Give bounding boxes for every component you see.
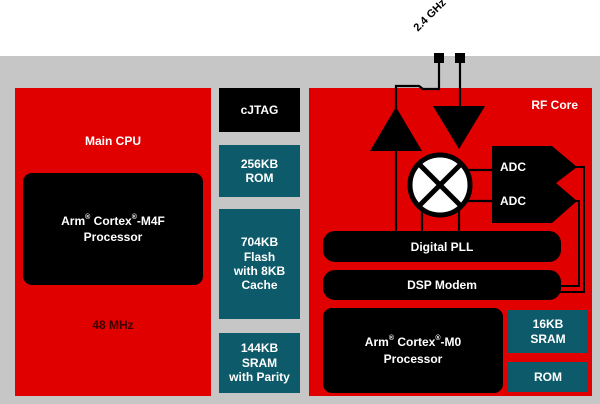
flash-704kb-block: 704KB Flash with 8KB Cache [219, 209, 300, 319]
flash-cache-label: Cache [241, 278, 278, 293]
dsp-modem-block: DSP Modem [323, 270, 561, 300]
sram-144kb-block: 144KB SRAM with Parity [219, 333, 300, 393]
main-cpu-block: Main CPU Arm® Cortex®-M4F Processor 48 M… [15, 88, 211, 396]
main-cpu-title: Main CPU [84, 134, 141, 148]
pa-amplifier-icon [433, 106, 485, 149]
main-cpu-clock: 48 MHz [92, 318, 134, 332]
m0-processor-block: Arm® Cortex®-M0 Processor [323, 308, 503, 393]
digital-pll-block: Digital PLL [323, 231, 561, 262]
adc-bottom-to-dsp-line [560, 200, 580, 287]
rf-rom-label: ROM [534, 369, 562, 384]
adc-bottom-label: ADC [500, 194, 526, 208]
digital-pll-label: Digital PLL [410, 239, 474, 254]
sram-label: SRAM [241, 355, 278, 370]
rom-size: 256KB [240, 156, 279, 171]
lna-amplifier-icon [370, 107, 422, 151]
cjtag-block: cJTAG [219, 88, 300, 132]
flash-label: Flash [243, 249, 276, 264]
adc-top-label: ADC [500, 160, 526, 174]
m0-processor-name: Arm® Cortex®-M0 [364, 335, 462, 350]
rf-rom-block: ROM [508, 362, 588, 392]
m0-processor-label: Processor [383, 351, 443, 366]
cjtag-label: cJTAG [240, 103, 279, 117]
rf-sram-label: SRAM [530, 331, 566, 346]
dsp-modem-label: DSP Modem [407, 278, 477, 292]
adc-top-to-dsp-line [560, 166, 585, 293]
rom-label: ROM [245, 171, 274, 185]
m4f-processor-label: Processor [83, 230, 143, 244]
m4f-processor-name: Arm® Cortex®-M4F [61, 213, 165, 228]
adc-block-shape [492, 146, 577, 223]
flash-cache-size: with 8KB [233, 264, 286, 278]
rx-feed-line [394, 63, 441, 110]
sram-parity-label: with Parity [229, 370, 290, 385]
flash-size: 704KB [240, 235, 279, 250]
sram-size: 144KB [240, 341, 279, 356]
rf-core-title: RF Core [531, 98, 578, 112]
antenna-pad-left [434, 53, 444, 63]
rf-sram-size: 16KB [532, 317, 564, 332]
mixer-cross-b [418, 163, 462, 207]
m4f-processor-block: Arm® Cortex®-M4F Processor [23, 173, 203, 285]
antenna-pad-right [455, 53, 465, 63]
